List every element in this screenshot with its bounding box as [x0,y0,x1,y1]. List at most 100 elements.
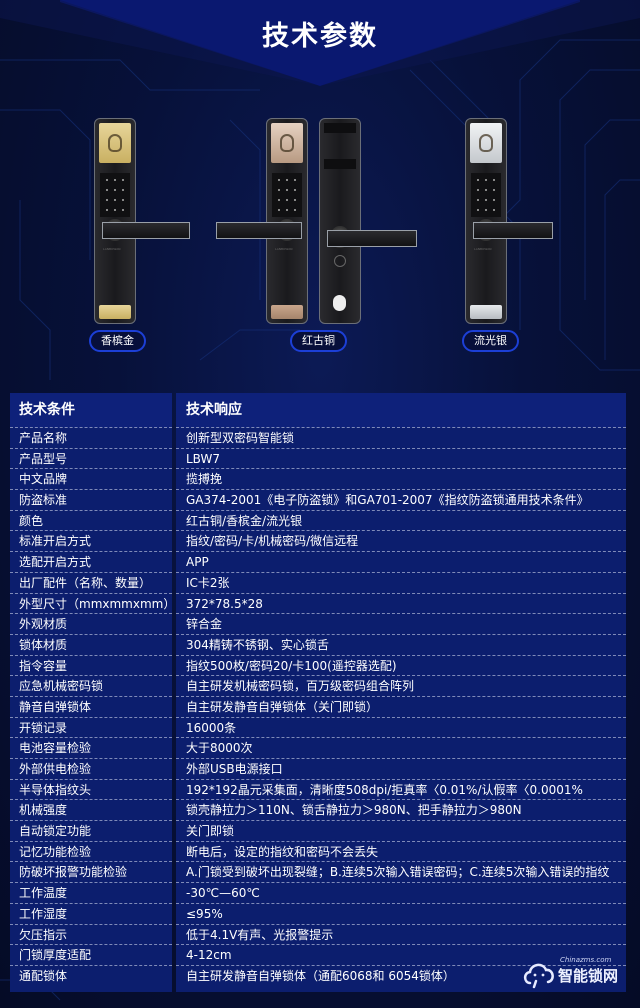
spec-condition: 静音自弹锁体 [10,696,172,718]
spec-condition: 防破坏报警功能检验 [10,862,172,884]
spec-response: 创新型双密码智能锁 [176,428,626,449]
lock-handle [102,222,190,239]
spec-condition: 中文品牌 [10,469,172,491]
spec-condition: 应急机械密码锁 [10,676,172,697]
table-row: 工作湿度≤95% [10,903,626,925]
spec-response: IC卡2张 [176,572,626,594]
fingerprint-icon [479,134,493,152]
spec-response: 192*192晶元采集面，清晰度508dpi/拒真率〈0.01%/认假率〈0.0… [176,779,626,801]
spec-condition: 电池容量检验 [10,738,172,759]
spec-condition: 记忆功能检验 [10,841,172,863]
lock-handle [327,230,417,247]
table-row: 中文品牌揽搏挽 [10,469,626,491]
watermark-logo: Chinazms.com 智能锁网 [522,955,632,991]
spec-condition: 工作温度 [10,883,172,904]
spec-response: 揽搏挽 [176,469,626,491]
spec-response: 372*78.5*28 [176,593,626,615]
spec-response: ≤95% [176,903,626,925]
spec-response: A.门锁受到破坏出现裂缝；B.连续5次输入错误密码；C.连续5次输入错误的指纹 [176,862,626,884]
table-header-row: 技术条件 技术响应 [10,393,626,428]
color-label-flowing-silver: 流光银 [462,330,519,352]
keypad [100,173,130,217]
fingerprint-icon [108,134,122,152]
table-row: 静音自弹锁体自主研发静音自弹锁体（关门即锁） [10,696,626,718]
spec-condition: 标准开启方式 [10,531,172,553]
product-showcase: LANBOWAN LANBOWAN [0,110,640,370]
header-condition: 技术条件 [10,393,172,428]
table-row: 颜色红古铜/香槟金/流光银 [10,510,626,532]
fingerprint-icon [280,134,294,152]
spec-response: 外部USB电源接口 [176,759,626,780]
table-row: 标准开启方式指纹/密码/卡/机械密码/微信远程 [10,531,626,553]
spec-condition: 颜色 [10,510,172,532]
spec-response: 304精铸不锈钢、实心锁舌 [176,634,626,656]
spec-condition: 自动锁定功能 [10,821,172,842]
lock-handle [473,222,553,239]
table-row: 机械强度锁壳静拉力＞110N、锁舌静拉力＞980N、把手静拉力＞980N [10,800,626,822]
spec-condition: 锁体材质 [10,634,172,656]
spec-response: 4-12cm [176,945,626,966]
spec-condition: 产品名称 [10,428,172,449]
spec-response: 锁壳静拉力＞110N、锁舌静拉力＞980N、把手静拉力＞980N [176,800,626,822]
keypad [272,173,302,217]
table-row: 产品名称创新型双密码智能锁 [10,428,626,449]
page-title: 技术参数 [262,21,378,52]
spec-response: 指纹500枚/密码20/卡100(遥控器选配) [176,655,626,677]
table-row: 自动锁定功能关门即锁 [10,821,626,842]
spec-response: GA374-2001《电子防盗锁》和GA701-2007《指纹防盗锁通用技术条件… [176,490,626,511]
table-row: 工作温度-30℃—60℃ [10,883,626,904]
spec-response: 16000条 [176,717,626,739]
header-response: 技术响应 [176,393,626,428]
cloud-face-icon [523,963,554,989]
spec-response: 指纹/密码/卡/机械密码/微信远程 [176,531,626,553]
spec-response: 大于8000次 [176,738,626,759]
table-row: 指令容量指纹500枚/密码20/卡100(遥控器选配) [10,655,626,677]
spec-condition: 机械强度 [10,800,172,822]
watermark-url: Chinazms.com [560,956,612,964]
table-row: 出厂配件（名称、数量）IC卡2张 [10,572,626,594]
spec-response: 自主研发静音自弹锁体（关门即锁） [176,696,626,718]
lock-handle [216,222,302,239]
spec-condition: 选配开启方式 [10,552,172,573]
spec-condition: 欠压指示 [10,924,172,946]
keypad [471,173,501,217]
spec-response: 断电后，设定的指纹和密码不会丢失 [176,841,626,863]
table-row: 外部供电检验外部USB电源接口 [10,759,626,780]
spec-condition: 外观材质 [10,614,172,635]
spec-response: APP [176,552,626,573]
table-row: 外观材质锌合金 [10,614,626,635]
spec-condition: 外部供电检验 [10,759,172,780]
table-row: 电池容量检验大于8000次 [10,738,626,759]
spec-condition: 指令容量 [10,655,172,677]
key-cylinder [333,295,346,311]
spec-condition: 产品型号 [10,448,172,470]
spec-condition: 开锁记录 [10,717,172,739]
spec-response: 红古铜/香槟金/流光银 [176,510,626,532]
title-banner [0,0,640,86]
spec-condition: 半导体指纹头 [10,779,172,801]
spec-condition: 防盗标准 [10,490,172,511]
spec-condition: 门锁厚度适配 [10,945,172,966]
spec-condition: 出厂配件（名称、数量） [10,572,172,594]
spec-response: 锌合金 [176,614,626,635]
spec-condition: 外型尺寸（mmxmmxmm） [10,593,172,615]
table-row: 欠压指示低于4.1V有声、光报警提示 [10,924,626,946]
spec-response: 自主研发机械密码锁，百万级密码组合阵列 [176,676,626,697]
spec-response: -30℃—60℃ [176,883,626,904]
spec-condition: 通配锁体 [10,965,172,992]
spec-condition: 工作湿度 [10,903,172,925]
table-row: 外型尺寸（mmxmmxmm）372*78.5*28 [10,593,626,615]
color-label-red-bronze: 红古铜 [290,330,347,352]
spec-response: 关门即锁 [176,821,626,842]
color-label-champagne-gold: 香槟金 [89,330,146,352]
spec-response: 低于4.1V有声、光报警提示 [176,924,626,946]
